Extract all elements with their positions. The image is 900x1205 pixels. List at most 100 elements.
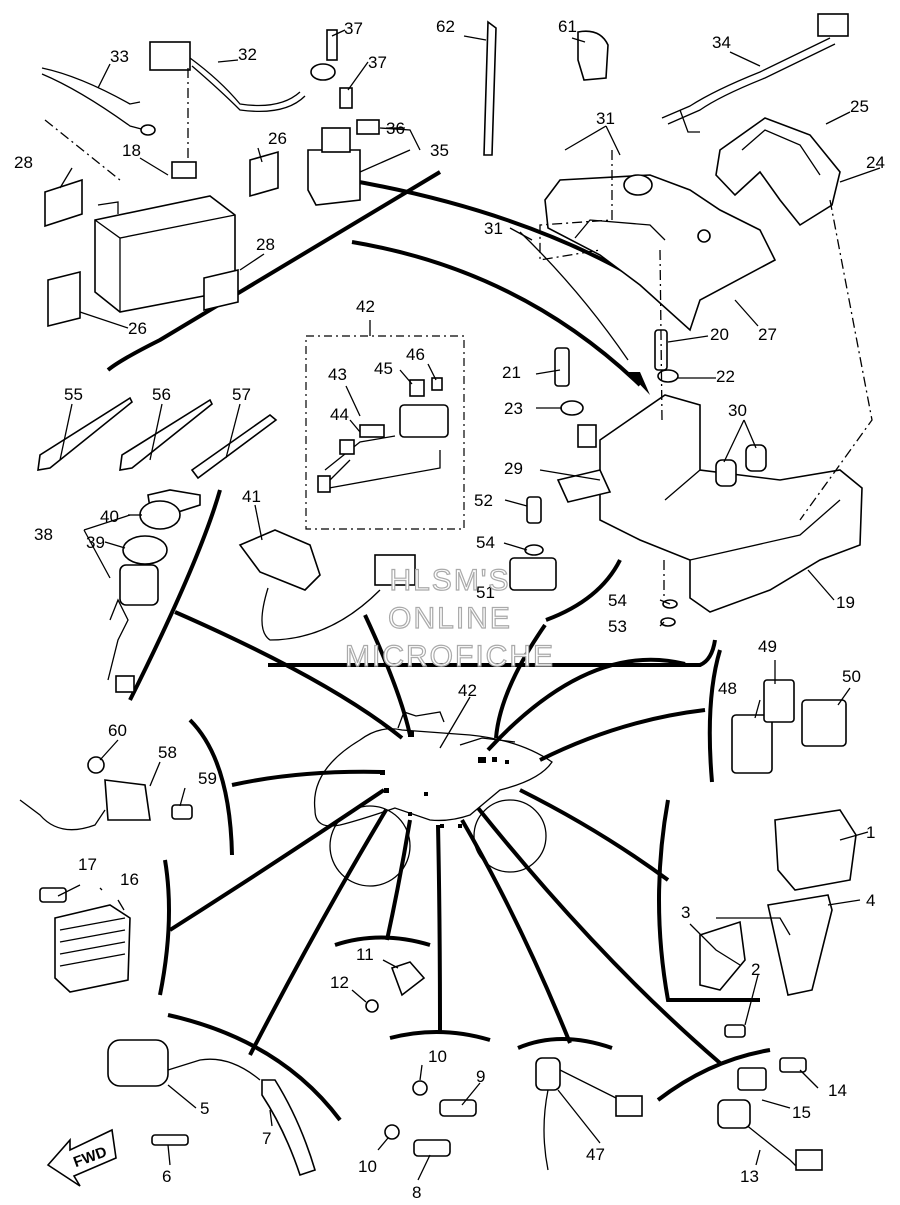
relays [731,679,847,774]
callout-9: 9 [476,1067,485,1086]
callout-55: 55 [64,385,83,404]
callout-4: 4 [866,891,875,910]
callout-59: 59 [198,769,217,788]
callout-56: 56 [152,385,171,404]
callout-32: 32 [238,45,257,64]
callout-27: 27 [758,325,777,344]
motorcycle-outline [313,711,553,887]
callout-leaders [57,29,881,1181]
tail-light [238,529,416,641]
callout-22: 22 [716,367,735,386]
callout-33: 33 [110,47,129,66]
callout-38: 38 [34,525,53,544]
callout-2: 2 [751,960,760,979]
callout-46: 46 [406,345,425,364]
sensor-bottom-right [717,1057,823,1171]
callout-labels: 1 2 3 4 5 6 7 8 9 10 10 11 12 13 14 15 1… [14,17,885,1202]
callout-51: 51 [476,583,495,602]
watermark-line-3: MICROFICHE [345,640,555,673]
callout-58: 58 [158,743,177,762]
callout-30: 30 [728,401,747,420]
callout-25: 25 [850,97,869,116]
callout-29: 29 [504,459,523,478]
callout-21: 21 [502,363,521,382]
callout-36: 36 [386,119,405,138]
callout-26-left: 26 [128,319,147,338]
starter-relay [307,29,380,206]
arrow-to-battery-box [351,240,642,387]
callout-39: 39 [86,533,105,552]
callout-49: 49 [758,637,777,656]
battery-pads [44,150,279,328]
callout-6: 6 [162,1167,171,1186]
ignition-coil [107,1039,316,1177]
battery [94,161,236,313]
callout-52: 52 [474,491,493,510]
callout-37-bottom: 37 [368,53,387,72]
callout-18: 18 [122,141,141,160]
battery-cables [41,41,336,136]
callout-42-top: 42 [356,297,375,316]
callout-19: 19 [836,593,855,612]
callout-44: 44 [330,405,349,424]
dash-lines [44,68,873,600]
sensors-bottom [365,961,643,1171]
cable-ties-left [37,396,278,480]
callout-13: 13 [740,1167,759,1186]
callout-35: 35 [430,141,449,160]
callout-28-right: 28 [256,235,275,254]
callout-5: 5 [200,1099,209,1118]
callout-31-top: 31 [596,109,615,128]
callout-54-top: 54 [476,533,495,552]
callout-14: 14 [828,1081,847,1100]
battery-box [556,394,863,613]
callout-31-left: 31 [484,219,503,238]
callout-47: 47 [586,1145,605,1164]
callout-37-top: 37 [344,19,363,38]
callout-62: 62 [436,17,455,36]
callout-11: 11 [356,945,374,964]
callout-61: 61 [558,17,577,36]
callout-42-bike: 42 [458,681,477,700]
callout-60: 60 [108,721,127,740]
callout-17: 17 [78,855,97,874]
callout-48: 48 [718,679,737,698]
callout-43: 43 [328,365,347,384]
callout-3: 3 [681,903,690,922]
rear-cover [715,117,841,227]
callout-53: 53 [608,617,627,636]
arrow-head [628,372,650,395]
callout-10-top: 10 [428,1047,447,1066]
callout-54-bottom: 54 [608,591,627,610]
fuse-box-group [305,335,465,530]
callout-23: 23 [504,399,523,418]
callout-50: 50 [842,667,861,686]
callout-10-bottom: 10 [358,1157,377,1176]
watermark: HLSM'S ONLINE MICROFICHE [344,563,555,673]
fwd-arrow: FWD [46,1128,117,1187]
callout-45: 45 [374,359,393,378]
group-boundaries [106,170,771,1122]
callout-7: 7 [262,1129,271,1148]
group-leader-lines [168,178,722,1065]
rectifier-regulator [39,887,131,993]
callout-15: 15 [792,1103,811,1122]
callout-24: 24 [866,153,885,172]
callout-41: 41 [242,487,261,506]
callout-57: 57 [232,385,251,404]
watermark-line-1: HLSM'S [389,564,510,597]
watermark-line-2: ONLINE [388,602,512,635]
main-switch [107,489,201,693]
callout-1: 1 [866,823,875,842]
sidestand-switch [19,756,193,831]
ecu [699,809,857,1038]
callout-12: 12 [330,973,349,992]
callout-28-left: 28 [14,153,33,172]
callout-26-right: 26 [268,129,287,148]
callout-16: 16 [120,870,139,889]
callout-8: 8 [412,1183,421,1202]
callout-34: 34 [712,33,731,52]
callout-40: 40 [100,507,119,526]
cable-ties-top [483,13,849,156]
